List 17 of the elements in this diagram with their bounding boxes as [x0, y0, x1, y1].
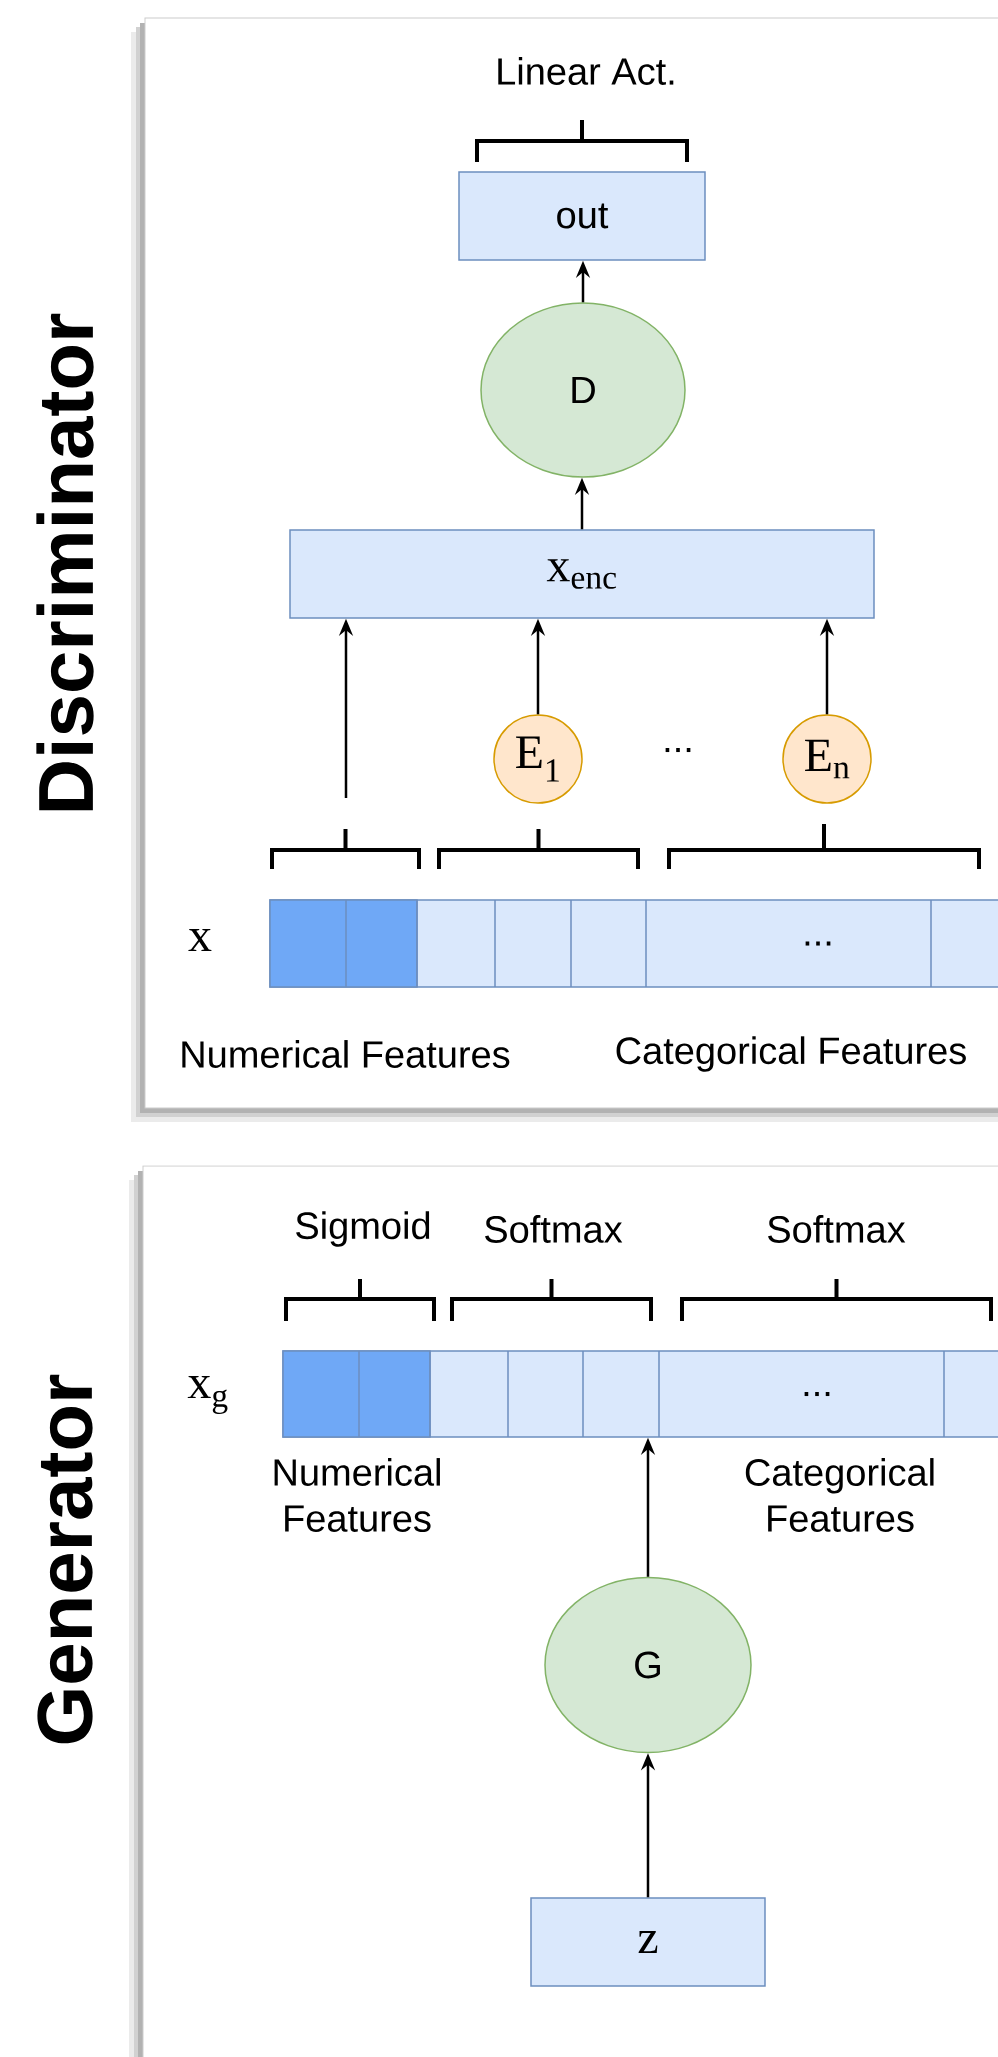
vector-label: x	[188, 929, 212, 952]
output-box: out	[458, 171, 706, 261]
vector-label: Linear Act.	[498, 57, 674, 85]
panel-title: Discriminator	[36, 313, 94, 811]
encoding-box: x$_{enc}$	[289, 529, 875, 619]
feature-vector: ...	[269, 899, 998, 988]
feature-label: Sigmoid	[296, 1211, 430, 1247]
feature-label: Softmax	[485, 1215, 623, 1243]
noise-box: z	[530, 1897, 766, 1987]
feature-label: Categorical Features	[616, 1036, 966, 1072]
vector-label: x$_{g}$	[187, 1376, 228, 1414]
feature-label: Categorical Features	[745, 1458, 934, 1532]
feature-label: Softmax	[768, 1215, 906, 1243]
feature-label: Numerical Features	[182, 1040, 510, 1068]
panel-title: Generator	[37, 1374, 93, 1744]
feature-label: ...	[665, 748, 691, 753]
feature-vector: ...	[282, 1350, 998, 1438]
